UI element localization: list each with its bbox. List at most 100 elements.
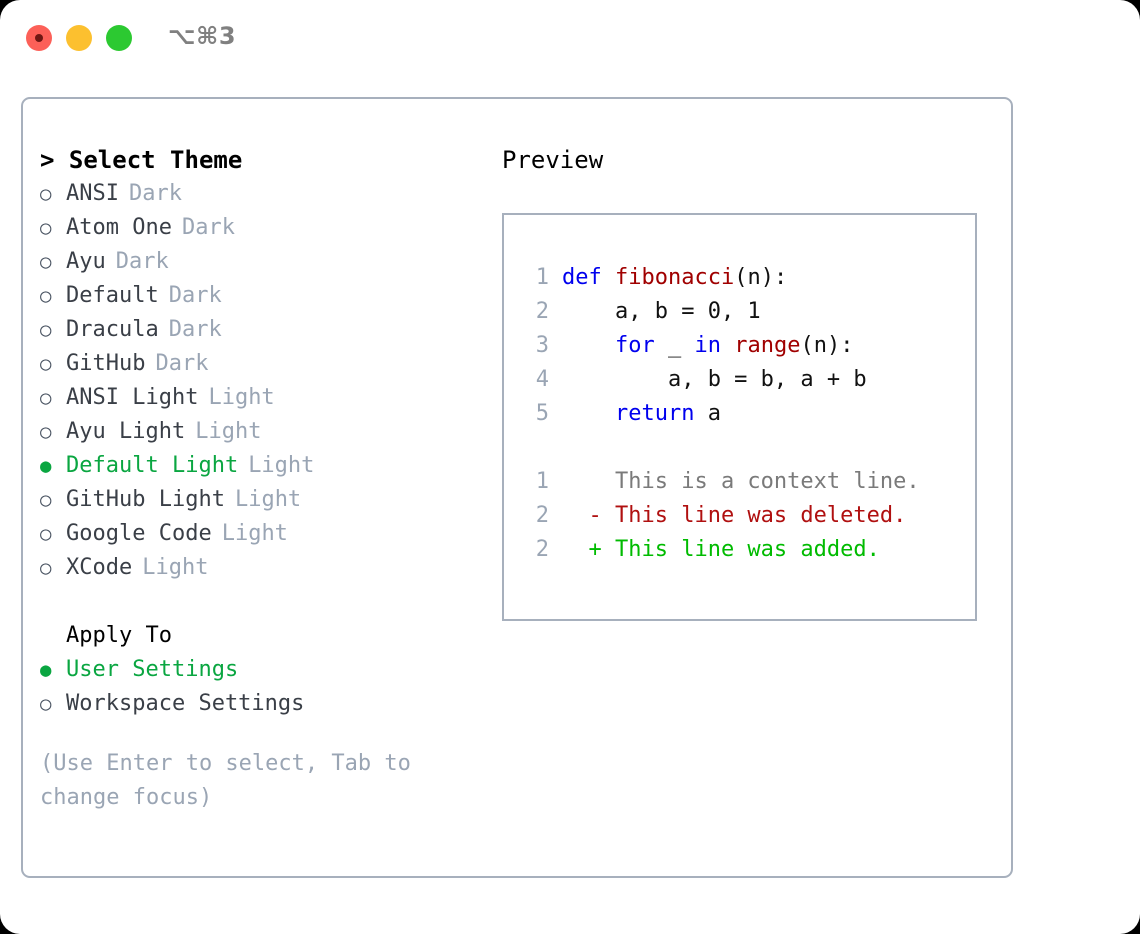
code-token-txt bbox=[562, 401, 615, 426]
diff-line-text: + This line was added. bbox=[562, 537, 880, 562]
radio-unselected-icon: ○ bbox=[40, 693, 52, 715]
line-number: 5 bbox=[535, 401, 549, 426]
radio-unselected-icon: ○ bbox=[40, 421, 52, 443]
code-line-text: a, b = b, a + b bbox=[549, 363, 867, 397]
code-token-txt: _ bbox=[654, 333, 695, 358]
code-line: 3 for _ in range(n): bbox=[519, 329, 969, 363]
radio-selected-icon: ● bbox=[40, 455, 52, 477]
theme-option-atom-one[interactable]: ○ Atom One Dark bbox=[40, 211, 480, 245]
theme-variant-tag: Light bbox=[248, 453, 315, 478]
code-line-text: def fibonacci(n): bbox=[549, 261, 787, 295]
minimize-button[interactable] bbox=[66, 25, 92, 51]
theme-option-label: Ayu bbox=[66, 249, 106, 274]
code-token-kw: def bbox=[562, 265, 615, 290]
keyboard-hint-text: (Use Enter to select, Tab to change focu… bbox=[40, 751, 411, 810]
theme-variant-tag: Dark bbox=[115, 249, 169, 274]
preview-heading: Preview bbox=[502, 146, 604, 174]
line-number: 2 bbox=[535, 299, 549, 324]
theme-variant-tag: Light bbox=[142, 555, 209, 580]
code-token-fn: fibonacci bbox=[614, 265, 735, 290]
diff-line-context: 1 This is a context line. bbox=[519, 465, 969, 499]
code-line-text: return a bbox=[549, 397, 721, 431]
radio-selected-icon: ● bbox=[40, 659, 52, 681]
theme-variant-tag: Light bbox=[208, 385, 275, 410]
radio-unselected-icon: ○ bbox=[40, 319, 52, 341]
radio-unselected-icon: ○ bbox=[40, 217, 52, 239]
code-token-kw: in bbox=[694, 333, 721, 358]
theme-variant-tag: Dark bbox=[155, 351, 209, 376]
theme-option-label: Default Light bbox=[66, 453, 239, 478]
radio-unselected-icon: ○ bbox=[40, 183, 52, 205]
radio-unselected-icon: ○ bbox=[40, 523, 52, 545]
radio-unselected-icon: ○ bbox=[40, 285, 52, 307]
line-number: 3 bbox=[535, 333, 549, 358]
theme-variant-tag: Dark bbox=[168, 283, 222, 308]
theme-option-label: XCode bbox=[66, 555, 133, 580]
select-theme-heading: > Select Theme bbox=[40, 146, 243, 174]
theme-option-label: Dracula bbox=[66, 317, 159, 342]
theme-option-dracula[interactable]: ○ Dracula Dark bbox=[40, 313, 480, 347]
radio-unselected-icon: ○ bbox=[40, 489, 52, 511]
theme-variant-tag: Light bbox=[221, 521, 288, 546]
diff-sample: 1 This is a context line.2 - This line w… bbox=[519, 465, 969, 567]
code-token-txt bbox=[562, 333, 615, 358]
theme-option-default[interactable]: ○ Default Dark bbox=[40, 279, 480, 313]
close-button[interactable] bbox=[26, 25, 52, 51]
radio-unselected-icon: ○ bbox=[40, 387, 52, 409]
theme-variant-tag: Dark bbox=[168, 317, 222, 342]
apply-to-list[interactable]: ●User Settings ○ Workspace Settings bbox=[40, 653, 480, 721]
line-number: 1 bbox=[535, 469, 549, 494]
diff-line-deleted: 2 - This line was deleted. bbox=[519, 499, 969, 533]
code-token-txt: a, b = b, a + b bbox=[562, 367, 867, 392]
line-number: 4 bbox=[535, 367, 549, 392]
diff-line-text: This is a context line. bbox=[562, 469, 920, 494]
code-line-text: a, b = 0, 1 bbox=[549, 295, 761, 329]
radio-unselected-icon: ○ bbox=[40, 251, 52, 273]
code-line: 5 return a bbox=[519, 397, 969, 431]
radio-unselected-icon: ○ bbox=[40, 557, 52, 579]
theme-variant-tag: Light bbox=[234, 487, 302, 512]
code-token-fn: range bbox=[734, 333, 801, 358]
code-token-txt bbox=[721, 333, 734, 358]
theme-option-label: Default bbox=[66, 283, 159, 308]
window-controls bbox=[26, 25, 132, 51]
line-number: 1 bbox=[535, 265, 549, 290]
maximize-button[interactable] bbox=[106, 25, 132, 51]
theme-option-xcode[interactable]: ○ XCode Light bbox=[40, 551, 480, 585]
code-line: 2 a, b = 0, 1 bbox=[519, 295, 969, 329]
diff-line-added: 2 + This line was added. bbox=[519, 533, 969, 567]
code-token-txt: a, b = 0, 1 bbox=[562, 299, 761, 324]
code-token-kw: for bbox=[614, 333, 655, 358]
apply-to-option-user-settings[interactable]: ●User Settings bbox=[40, 653, 480, 687]
code-token-kw: return bbox=[614, 401, 695, 426]
apply-to-option-label: Workspace Settings bbox=[66, 691, 305, 716]
theme-option-ayu[interactable]: ○ Ayu Dark bbox=[40, 245, 480, 279]
theme-variant-tag: Dark bbox=[181, 215, 235, 240]
title-bar: ⌥⌘3 bbox=[0, 0, 1140, 78]
code-line: 4 a, b = b, a + b bbox=[519, 363, 969, 397]
theme-option-label: Ayu Light bbox=[66, 419, 186, 444]
apply-to-option-workspace-settings[interactable]: ○ Workspace Settings bbox=[40, 687, 480, 721]
code-line-text: for _ in range(n): bbox=[549, 329, 853, 363]
theme-variant-tag: Dark bbox=[128, 181, 182, 206]
apply-to-heading: Apply To bbox=[66, 623, 172, 648]
theme-option-label: Atom One bbox=[66, 215, 172, 240]
line-number: 2 bbox=[535, 537, 549, 562]
theme-variant-tag: Light bbox=[195, 419, 262, 444]
theme-option-default-light[interactable]: ● Default Light Light bbox=[40, 449, 480, 483]
section-spacer bbox=[40, 585, 480, 619]
theme-option-ayu-light[interactable]: ○ Ayu Light Light bbox=[40, 415, 480, 449]
